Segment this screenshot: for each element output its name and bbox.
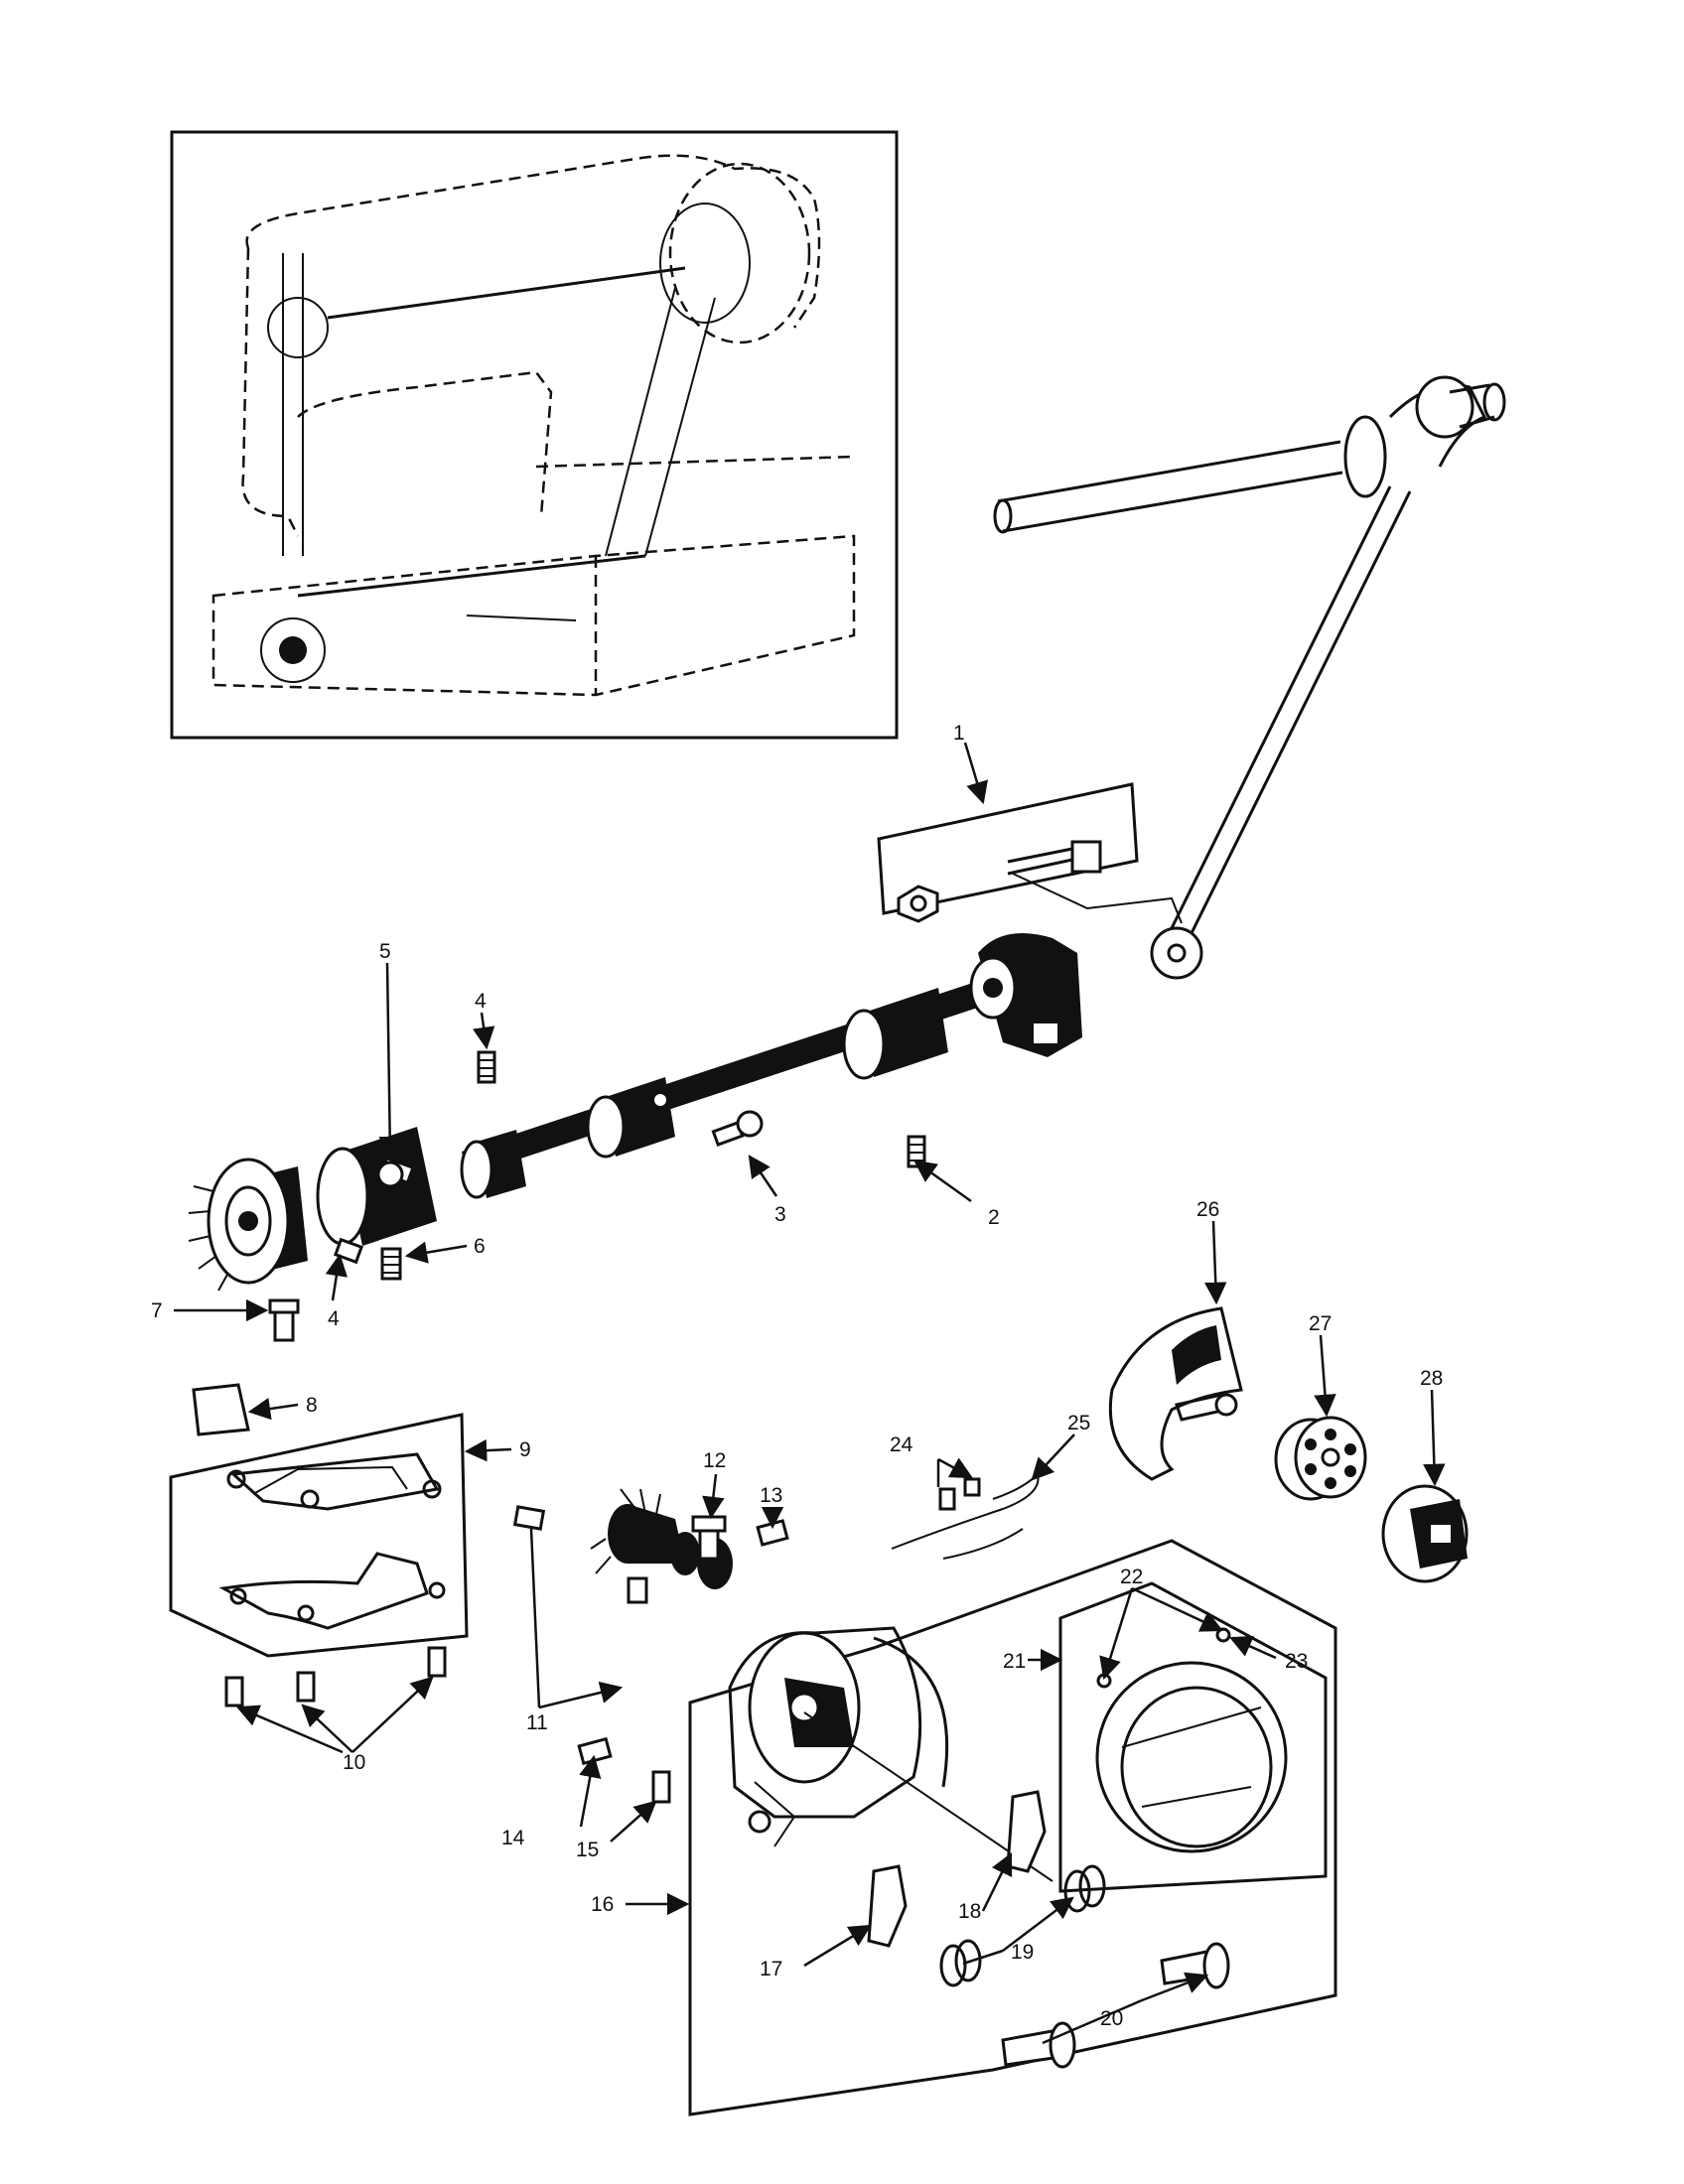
callout-11: 11 (526, 1711, 548, 1734)
bed-plate-cover (169, 1383, 469, 1707)
shaft-screws (268, 1050, 926, 1342)
bobbin (1274, 1416, 1367, 1501)
callout-14: 14 (501, 1827, 525, 1849)
machine-overview-inset (170, 130, 899, 740)
callout-3: 3 (774, 1203, 786, 1226)
callout-18: 18 (958, 1900, 981, 1923)
callout-2: 2 (988, 1206, 1000, 1229)
callout-20: 20 (1100, 2007, 1123, 2030)
callout-28: 28 (1420, 1367, 1443, 1390)
callout-27: 27 (1309, 1312, 1332, 1335)
callout-8: 8 (306, 1394, 318, 1417)
callout-22: 22 (1120, 1566, 1143, 1588)
callout-4a: 4 (475, 990, 487, 1013)
callout-23: 23 (1285, 1650, 1308, 1673)
callout-21: 21 (1003, 1650, 1026, 1673)
callout-6: 6 (474, 1235, 486, 1258)
callout-9: 9 (519, 1438, 531, 1461)
callout-26: 26 (1196, 1198, 1219, 1221)
callout-10: 10 (343, 1751, 365, 1774)
callout-16: 16 (591, 1893, 614, 1916)
callout-5: 5 (379, 940, 391, 963)
hook-subframe (1058, 1581, 1328, 1893)
connecting-link (1150, 485, 1412, 980)
callout-19: 19 (1011, 1941, 1034, 1964)
callout-13: 13 (760, 1484, 782, 1507)
leader-lines (174, 742, 1446, 2045)
felt-pad (192, 1383, 250, 1436)
upper-shaft-rod (993, 375, 1506, 534)
bobbin-case-tension-spring (891, 1472, 1040, 1560)
bobbin-case-cap (1381, 1484, 1469, 1583)
hook-frame (688, 1539, 1337, 2116)
hook-screws (512, 1505, 1230, 2069)
callout-15: 15 (576, 1839, 599, 1861)
bobbin-case (1108, 1306, 1243, 1481)
hook-drive-gear (590, 1488, 733, 1589)
handwheel (668, 162, 811, 344)
callout-numbers: 1 2 3 4 4 5 6 7 8 9 10 11 12 13 14 15 16… (151, 722, 1443, 2030)
lower-shaft-assembly (188, 933, 1082, 1292)
part-1-detail-box (877, 782, 1183, 924)
callout-12: 12 (703, 1449, 726, 1472)
callout-24: 24 (890, 1433, 913, 1456)
callout-7: 7 (151, 1299, 163, 1322)
callout-4b: 4 (328, 1307, 340, 1330)
callout-17: 17 (760, 1958, 782, 1980)
callout-25: 25 (1067, 1412, 1090, 1434)
hook-inset (260, 617, 326, 683)
bobbin-case-base (1095, 1661, 1288, 1853)
callout-1: 1 (953, 722, 965, 745)
